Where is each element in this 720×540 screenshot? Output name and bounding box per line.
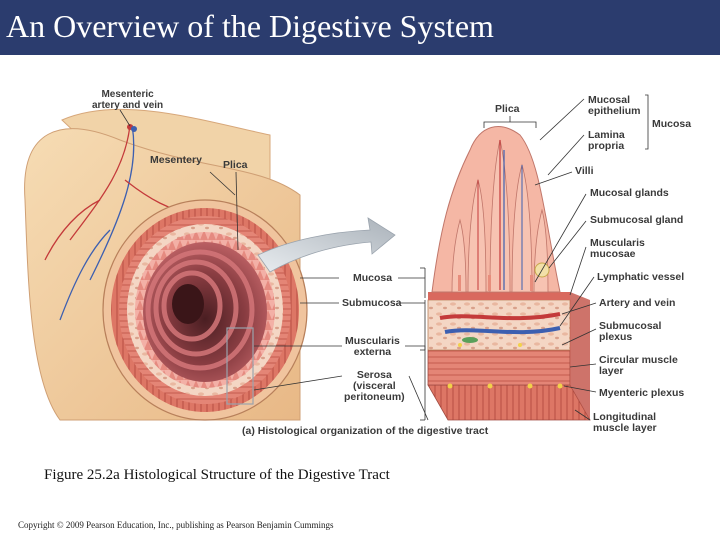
label-circular-muscle: Circular muscle layer <box>599 355 678 377</box>
label-lamina-propria: Lamina propria <box>588 130 625 152</box>
label-line: layer <box>599 365 624 377</box>
label-muscularis-externa: Muscularis externa <box>345 336 400 358</box>
label-line: plexus <box>599 331 633 343</box>
histology-diagram <box>24 94 649 421</box>
label-mucosa-left: Mucosa <box>353 272 393 284</box>
label-mesenteric-artery-vein: Mesenteric artery and vein <box>92 89 163 111</box>
label-line: Mucosal <box>588 94 631 106</box>
label-line: Mesenteric <box>101 89 154 100</box>
label-lymphatic-vessel: Lymphatic vessel <box>597 271 685 283</box>
label-mucosal-glands: Mucosal glands <box>590 187 669 199</box>
label-line: peritoneum) <box>344 391 405 403</box>
label-line: artery and vein <box>92 100 164 111</box>
intestine-cross-section <box>102 199 308 421</box>
label-villi: Villi <box>575 165 594 177</box>
label-myenteric-plexus: Myenteric plexus <box>599 387 685 399</box>
panel-caption: (a) Histological organization of the dig… <box>242 425 489 437</box>
label-line: Submucosal <box>599 320 662 332</box>
left-leaders <box>119 109 343 391</box>
label-line: (visceral <box>353 380 396 392</box>
label-plica-left: Plica <box>223 159 248 171</box>
label-submucosa-left: Submucosa <box>342 297 402 309</box>
label-muscularis-mucosae: Muscularis mucosae <box>590 238 645 260</box>
label-mucosal-epithelium: Mucosal epithelium <box>588 95 641 117</box>
label-submucosal-plexus: Submucosal plexus <box>599 321 661 343</box>
right-leaders <box>534 94 649 421</box>
zoom-arrow <box>257 217 396 273</box>
label-line: mucosae <box>590 248 636 260</box>
label-line: Muscularis <box>345 335 400 347</box>
label-line: Serosa <box>356 369 392 381</box>
label-line: Muscularis <box>590 237 645 249</box>
label-line: epithelium <box>588 105 641 117</box>
layer-brackets <box>398 267 429 421</box>
figure-caption: Figure 25.2a Histological Structure of t… <box>44 467 390 483</box>
label-line: propria <box>588 140 625 152</box>
slide-title: An Overview of the Digestive System <box>6 8 494 44</box>
wall-detail-block <box>427 126 591 421</box>
label-line: Longitudinal <box>593 411 656 423</box>
label-artery-vein: Artery and vein <box>599 297 676 309</box>
label-serosa: Serosa (visceral peritoneum) <box>344 370 405 403</box>
copyright-notice: Copyright © 2009 Pearson Education, Inc.… <box>18 520 334 530</box>
title-bar: An Overview of the Digestive System <box>0 0 720 55</box>
label-mesentery: Mesentery <box>150 154 202 166</box>
label-line: Circular muscle <box>599 354 678 366</box>
label-line: muscle layer <box>593 422 657 434</box>
label-mucosa-right: Mucosa <box>652 118 692 130</box>
label-submucosal-gland: Submucosal gland <box>590 214 684 226</box>
label-plica-right: Plica <box>495 103 520 115</box>
zoom-box <box>226 327 254 405</box>
label-line: externa <box>353 346 392 358</box>
label-longitudinal-muscle: Longitudinal muscle layer <box>593 412 657 434</box>
label-line: Lamina <box>588 129 625 141</box>
